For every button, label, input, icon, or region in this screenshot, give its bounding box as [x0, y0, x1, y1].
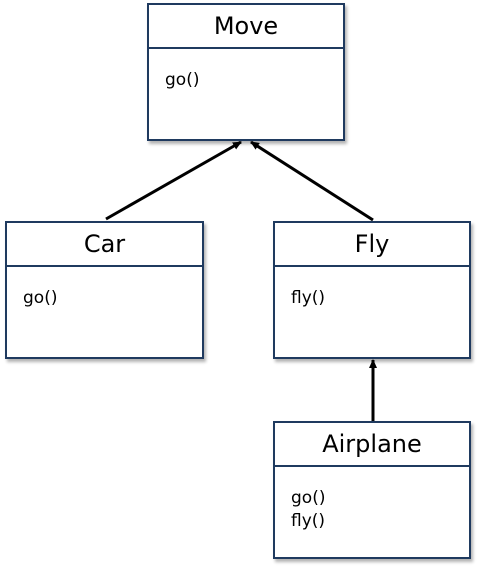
class-name-move: Move	[149, 5, 343, 49]
method-list-move: go()	[149, 49, 343, 92]
method-list-car: go()	[7, 267, 202, 310]
method-item: fly()	[291, 288, 326, 308]
method-item: go()	[291, 488, 326, 508]
class-name-car: Car	[7, 223, 202, 267]
class-box-move[interactable]: Move go()	[147, 3, 345, 141]
class-box-airplane[interactable]: Airplane go() fly()	[273, 421, 471, 559]
class-name-airplane: Airplane	[275, 423, 469, 467]
class-name-fly: Fly	[275, 223, 469, 267]
method-list-airplane: go() fly()	[275, 467, 469, 533]
method-list-fly: fly()	[275, 267, 469, 310]
method-item: go()	[165, 70, 200, 90]
arrow-fly-to-move	[250, 140, 374, 222]
method-item: fly()	[291, 511, 326, 531]
method-item: go()	[23, 288, 58, 308]
class-box-car[interactable]: Car go()	[5, 221, 204, 359]
arrow-car-to-move	[105, 140, 242, 221]
class-box-fly[interactable]: Fly fly()	[273, 221, 471, 359]
